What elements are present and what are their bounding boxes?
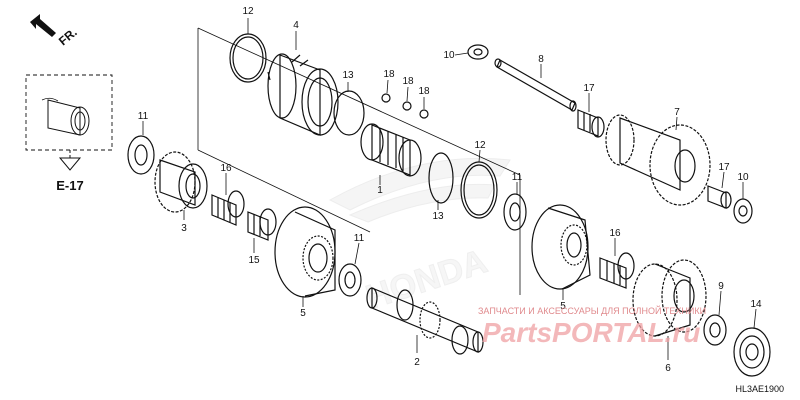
part-5-drum-right [531,204,591,290]
part-13-snap-ring-upper [333,90,365,136]
callout-2: 2 [414,357,420,368]
callout-5-right: 5 [560,301,566,312]
callout-4: 4 [293,20,299,31]
part-18-ball-c [419,109,429,119]
part-16-bearing-left [211,190,245,226]
callout-numbers: 12 4 13 18 18 18 10 8 17 7 11 16 1 12 11… [138,6,762,374]
callout-17-lower: 17 [718,162,730,173]
callout-12-lower: 12 [474,140,486,151]
front-label: FR. [56,25,80,48]
reference-inset: E-17 [25,74,113,193]
reference-arrow-icon [58,157,82,171]
part-14-ball-bearing [733,327,771,377]
callout-1: 1 [377,185,383,196]
callout-18-b: 18 [402,76,414,87]
reference-label: E-17 [56,178,83,193]
part-16-bearing-right [599,252,635,289]
callout-13-lower: 13 [432,211,444,222]
part-11-washer-left [127,135,155,175]
part-17-bearing-lower [707,185,732,209]
callout-16-left: 16 [220,163,232,174]
part-4-hub [267,53,339,136]
part-9-washer [703,314,727,346]
callout-13-upper: 13 [342,70,354,81]
part-1-bearing-cage [360,123,422,177]
watermark-caption: ЗАПЧАСТИ И АКСЕССУАРЫ ДЛЯ ПОЛНОЙ ТЕХНИКИ [478,306,707,316]
part-18-ball-b [402,101,412,111]
part-12-ring-upper [229,33,267,83]
honda-wordmark: HONDA [361,242,491,317]
watermark-logo: PartsPORTAL.ru [482,317,701,348]
callout-16-right: 16 [609,228,621,239]
callout-11-left: 11 [138,111,149,122]
part-5-drum-left [274,206,336,298]
part-11-washer-center [338,263,362,297]
part-10-washer-upper [467,44,489,60]
part-10-washer-lower [733,198,753,224]
callout-18-a: 18 [383,69,395,80]
callout-3: 3 [181,223,187,234]
diagram-code: HL3AE1900 [735,384,784,394]
front-direction-arrow: FR. [30,14,80,48]
callout-18-c: 18 [418,86,430,97]
part-17-bearing-upper [577,109,605,138]
callout-10-lower: 10 [737,172,749,183]
callout-9: 9 [718,281,724,292]
callout-7: 7 [674,107,680,118]
callout-6: 6 [665,363,671,374]
part-15-bearing [247,208,277,241]
callout-8: 8 [538,54,544,65]
part-2-shaft [366,287,484,355]
callout-14: 14 [750,299,762,310]
arrow-icon [30,14,56,37]
callout-11-center: 11 [354,233,365,244]
callout-11-right: 11 [512,172,523,183]
leader-lines [142,18,757,360]
callout-17-upper: 17 [583,83,595,94]
part-8-shaft [494,58,577,112]
callout-10-upper: 10 [443,50,455,61]
callout-12-upper: 12 [242,6,254,17]
part-18-ball-a [381,93,391,103]
part-6-gear [632,259,707,337]
callout-15: 15 [248,255,260,266]
callout-5-left: 5 [300,308,306,319]
part-13-snap-ring-lower [428,152,454,204]
assembly-bracket [197,27,521,295]
part-3-gear [154,151,208,213]
part-7-gear-cluster [605,114,711,206]
part-11-washer-right [503,193,527,231]
